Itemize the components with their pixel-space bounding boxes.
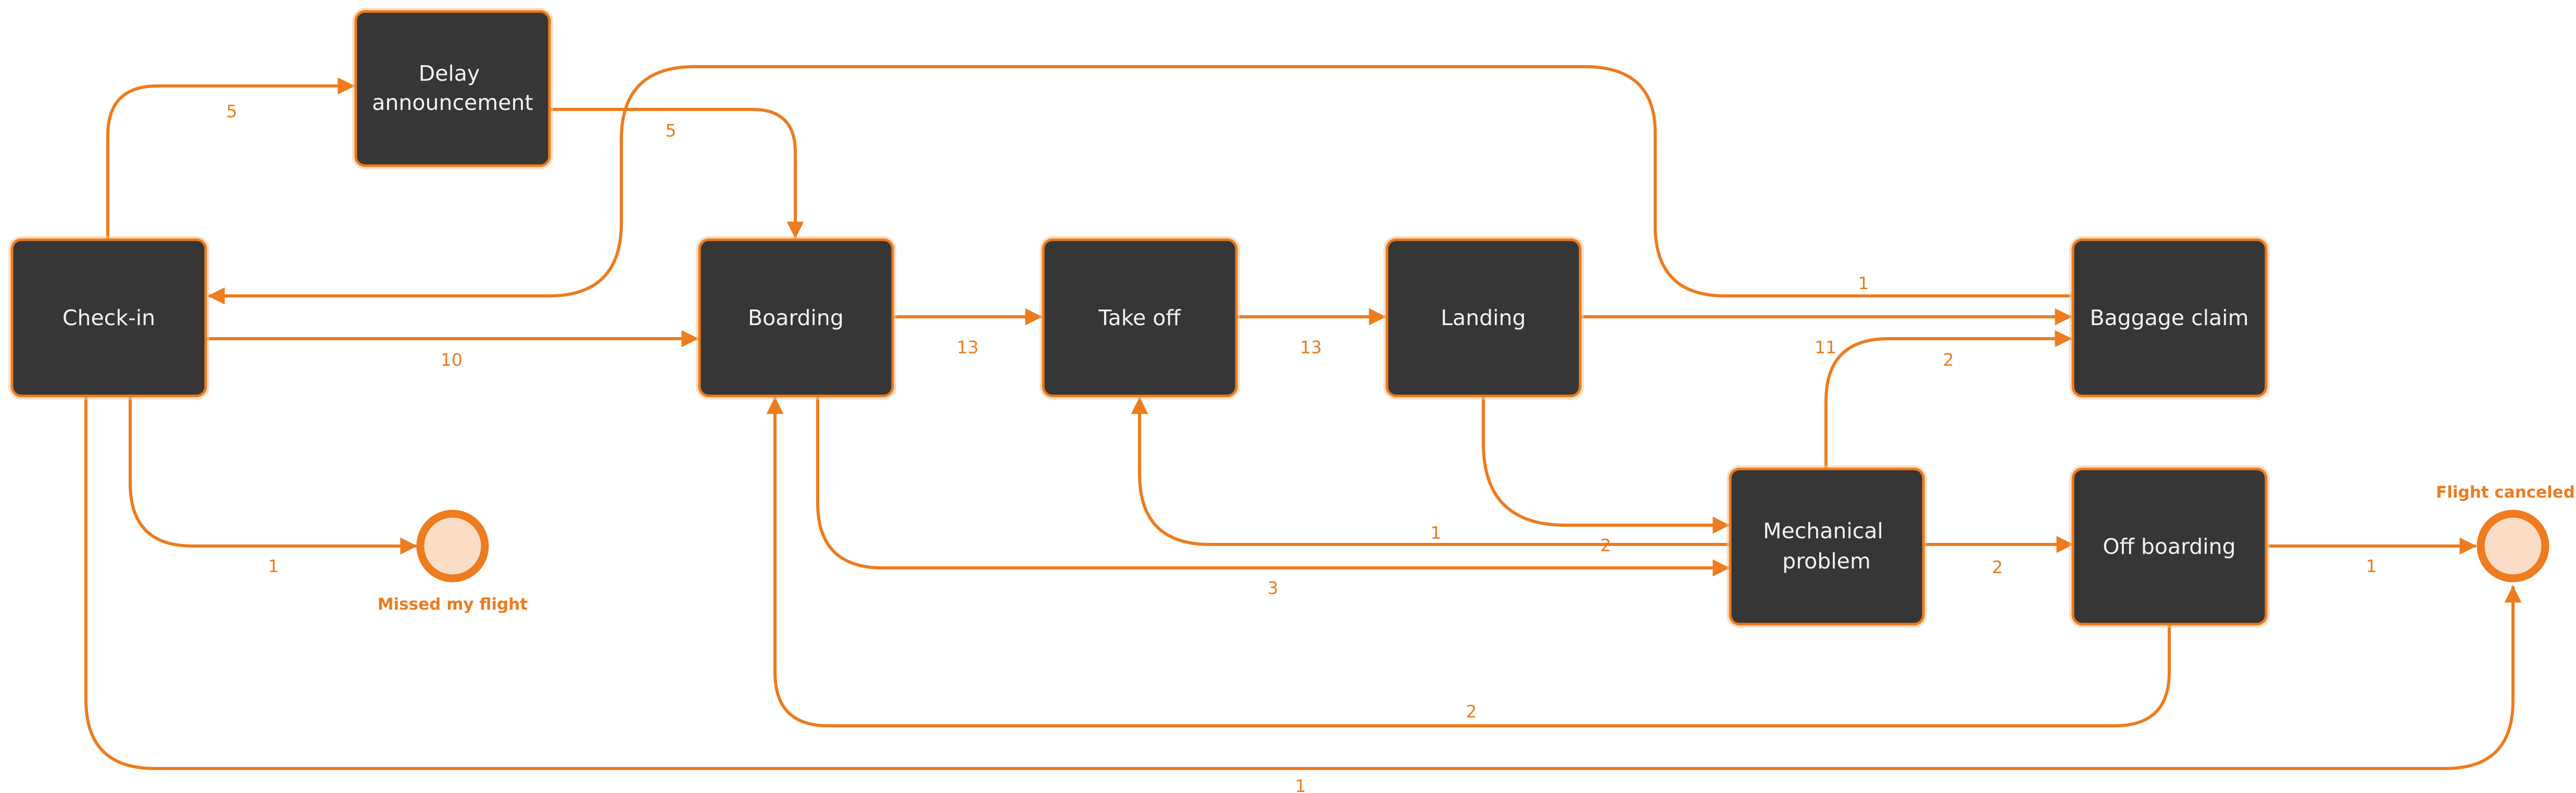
- node-label-delay-line2: announcement: [372, 90, 533, 115]
- edge-label-checkin-canceled: 1: [1295, 776, 1306, 793]
- edge-boarding-mechanical[interactable]: [816, 395, 1730, 577]
- end-circle-missed[interactable]: [416, 510, 489, 583]
- node-label-boarding: Boarding: [748, 305, 844, 330]
- end-label-flight-canceled: Flight canceled: [2436, 483, 2575, 502]
- node-boarding[interactable]: Boarding: [696, 236, 896, 400]
- svg-text:Mechanical problem: Mechanical problem: [1763, 518, 1890, 574]
- edge-label-baggage-checkin: 1: [1858, 273, 1869, 293]
- edge-label-mechanical-offboarding: 2: [1992, 557, 2003, 577]
- node-off-boarding[interactable]: Off boarding: [2069, 465, 2270, 628]
- end-circle-canceled[interactable]: [2477, 510, 2549, 583]
- edge-label-landing-baggage: 11: [1815, 337, 1836, 357]
- edge-label-checkin-missed: 1: [268, 556, 279, 576]
- edge-label-checkin-delay: 5: [227, 101, 237, 121]
- edge-label-mechanical-baggage: 2: [1943, 350, 1954, 370]
- edge-label-boarding-mechanical: 3: [1268, 578, 1279, 598]
- node-label-landing: Landing: [1441, 305, 1525, 330]
- node-label-mechanical-line2: problem: [1782, 549, 1871, 574]
- node-delay-announcement[interactable]: Delay announcement: [352, 8, 553, 169]
- svg-text:Delay announcement: Delay announcement: [372, 61, 533, 115]
- edge-delay-boarding[interactable]: [548, 108, 804, 239]
- end-state-flight-canceled[interactable]: Flight canceled: [2436, 483, 2575, 583]
- node-label-mechanical-line1: Mechanical: [1763, 518, 1883, 543]
- node-take-off[interactable]: Take off: [1040, 236, 1240, 400]
- edge-checkin-canceled[interactable]: [84, 394, 2522, 770]
- edge-mechanical-takeoff[interactable]: [1131, 396, 1730, 546]
- node-label-baggage-claim: Baggage claim: [2090, 305, 2248, 330]
- edge-label-landing-mechanical: 2: [1600, 535, 1611, 555]
- edge-checkin-missed[interactable]: [129, 394, 418, 555]
- edge-landing-mechanical[interactable]: [1482, 395, 1730, 534]
- edge-label-delay-boarding: 5: [666, 120, 677, 141]
- node-baggage-claim[interactable]: Baggage claim: [2069, 236, 2270, 400]
- edge-label-mechanical-takeoff: 1: [1431, 523, 1442, 543]
- edge-checkin-delay[interactable]: [106, 77, 355, 240]
- edge-label-offboarding-canceled: 1: [2366, 556, 2377, 576]
- node-label-take-off: Take off: [1098, 305, 1181, 330]
- edge-labels: 5 5 1 10 13 13 11 2 1 2 3 2 1 2 1 1: [227, 101, 2377, 793]
- node-landing[interactable]: Landing: [1383, 236, 1584, 400]
- node-mechanical-problem[interactable]: Mechanical problem: [1727, 465, 1927, 628]
- end-label-missed-my-flight: Missed my flight: [378, 595, 528, 614]
- edge-baggage-checkin[interactable]: [207, 65, 2072, 305]
- edge-label-offboarding-boarding: 2: [1466, 701, 1477, 722]
- edge-label-boarding-takeoff: 13: [957, 337, 979, 357]
- edge-offboarding-boarding[interactable]: [766, 396, 2171, 727]
- end-state-missed-my-flight[interactable]: Missed my flight: [378, 510, 528, 614]
- edges: [84, 65, 2522, 770]
- edge-label-checkin-boarding: 10: [441, 350, 462, 370]
- edge-mechanical-baggage[interactable]: [1824, 330, 2072, 469]
- node-label-delay-line1: Delay: [419, 61, 480, 86]
- node-label-check-in: Check-in: [62, 305, 155, 330]
- node-label-off-boarding: Off boarding: [2103, 534, 2235, 559]
- node-check-in[interactable]: Check-in: [8, 236, 209, 400]
- edge-label-takeoff-landing: 13: [1300, 337, 1322, 357]
